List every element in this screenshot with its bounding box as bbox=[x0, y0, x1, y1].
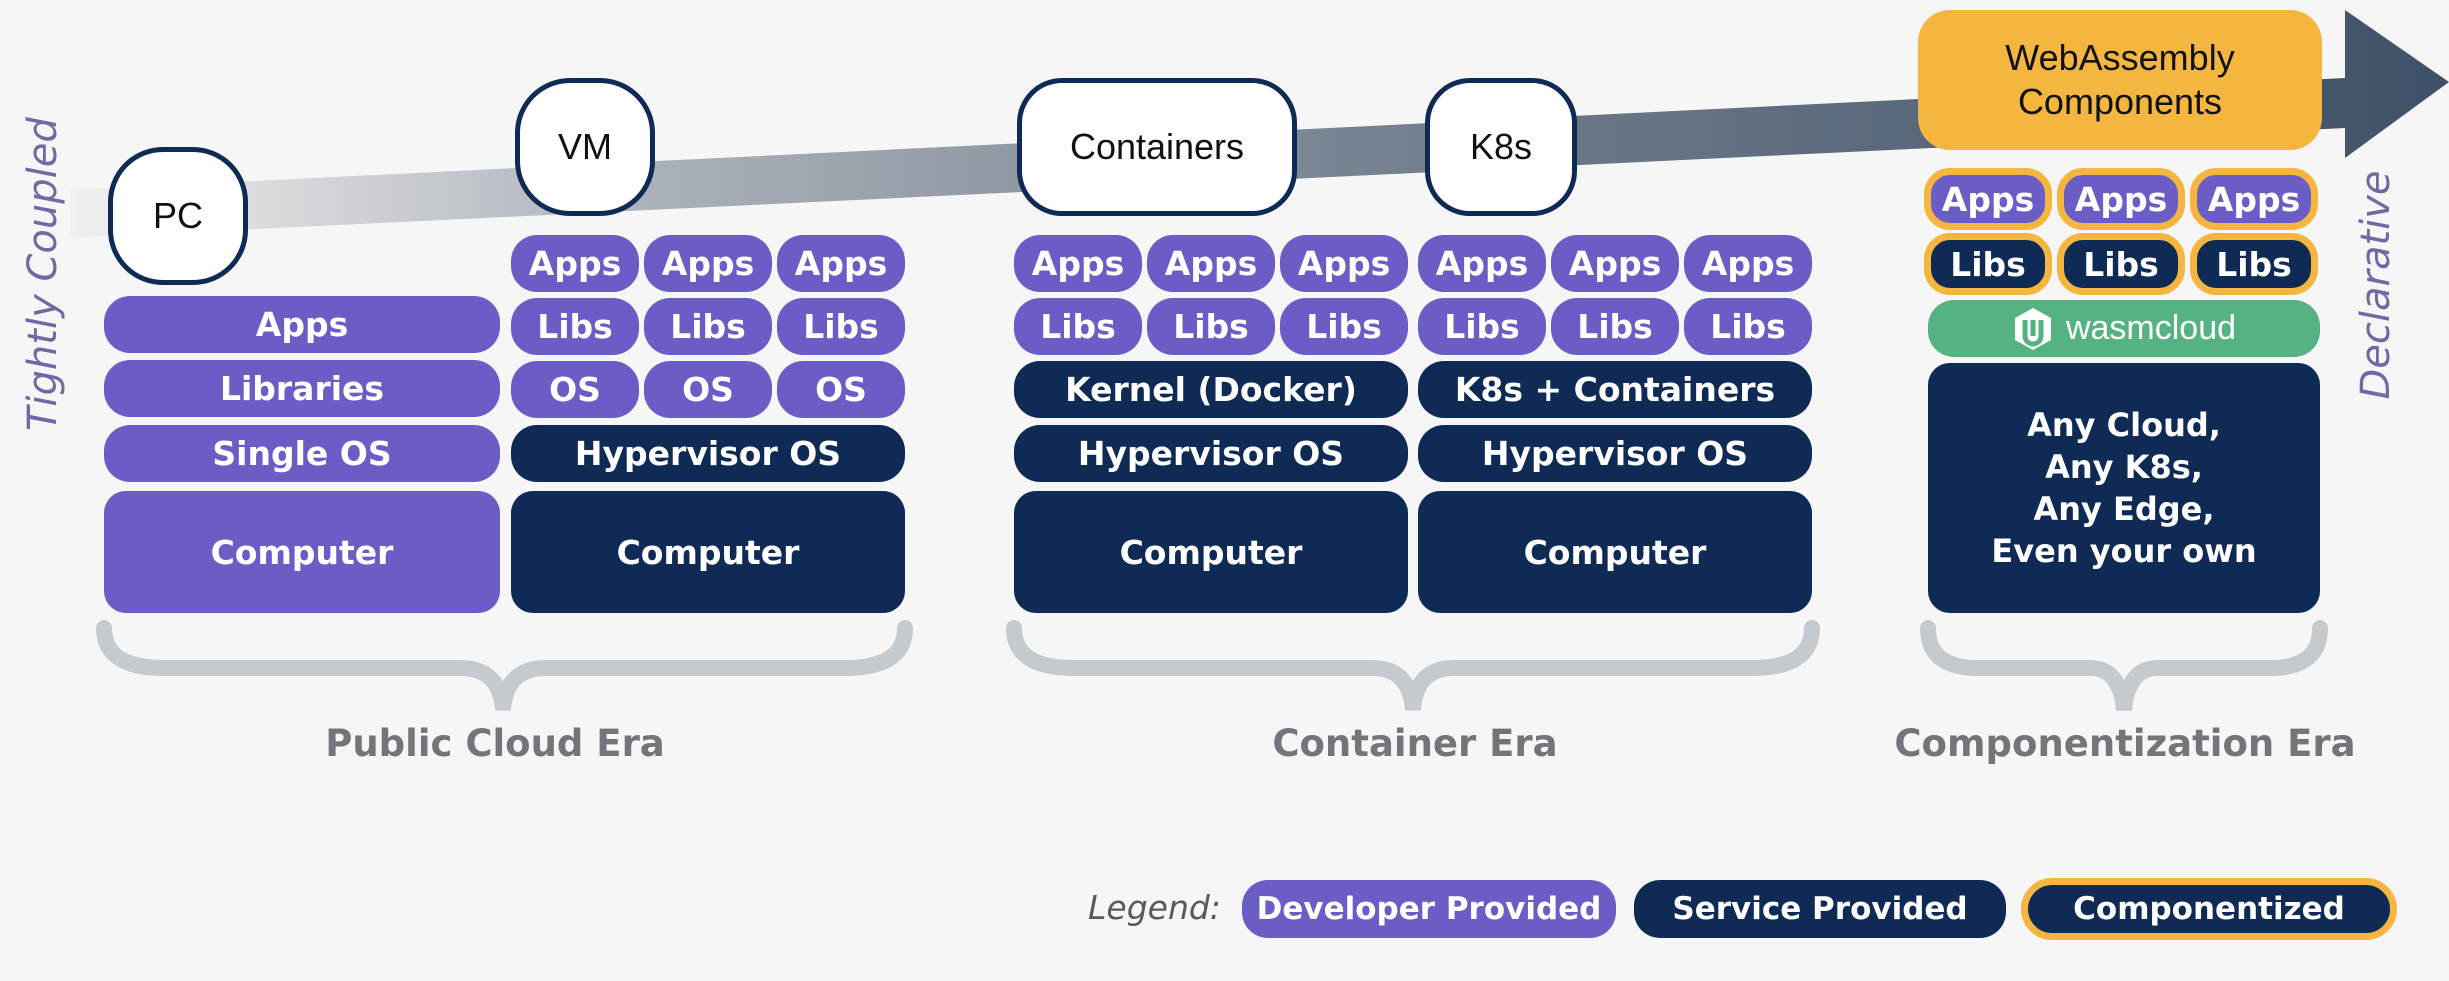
pc-single-os: Single OS bbox=[104, 425, 500, 482]
k8s-apps-2: Apps bbox=[1551, 235, 1679, 292]
wasm-apps-2: Apps bbox=[2057, 168, 2185, 230]
public-cloud-bracket bbox=[96, 620, 913, 711]
webassembly-components-box: WebAssembly Components bbox=[1918, 10, 2322, 150]
containers-hypervisor-os: Hypervisor OS bbox=[1014, 425, 1408, 482]
containers-box: Containers bbox=[1017, 78, 1297, 216]
k8s-libs-2: Libs bbox=[1551, 298, 1679, 355]
vm-libs-3: Libs bbox=[777, 298, 905, 355]
k8s-apps-3: Apps bbox=[1684, 235, 1812, 292]
wasm-libs-3: Libs bbox=[2190, 233, 2318, 295]
public-cloud-era-label: Public Cloud Era bbox=[325, 722, 665, 765]
wasm-libs-2: Libs bbox=[2057, 233, 2185, 295]
vm-os-1: OS bbox=[511, 361, 639, 418]
any-k8s-line: Any K8s, bbox=[2045, 448, 2203, 486]
vm-hypervisor-os: Hypervisor OS bbox=[511, 425, 905, 482]
vm-box: VM bbox=[515, 78, 655, 216]
wasmcloud-logo-icon bbox=[2014, 307, 2051, 350]
wasm-apps-3: Apps bbox=[2190, 168, 2318, 230]
k8s-apps-1: Apps bbox=[1418, 235, 1546, 292]
vm-computer: Computer bbox=[511, 491, 905, 613]
componentization-era-label: Componentization Era bbox=[1894, 722, 2356, 765]
containers-apps-2: Apps bbox=[1147, 235, 1275, 292]
k8s-plus-containers: K8s + Containers bbox=[1418, 361, 1812, 418]
containers-apps-3: Apps bbox=[1280, 235, 1408, 292]
containers-apps-1: Apps bbox=[1014, 235, 1142, 292]
container-bracket bbox=[1006, 620, 1820, 711]
wasm-title-line1: WebAssembly bbox=[2005, 37, 2235, 78]
legend-componentized: Componentized bbox=[2021, 878, 2397, 940]
wasm-apps-1: Apps bbox=[1924, 168, 2052, 230]
any-cloud-line: Any Cloud, bbox=[2027, 406, 2221, 444]
pc-apps: Apps bbox=[104, 296, 500, 353]
wasm-title-line2: Components bbox=[2017, 81, 2223, 122]
pc-computer: Computer bbox=[104, 491, 500, 613]
vm-apps-3: Apps bbox=[777, 235, 905, 292]
componentization-bracket bbox=[1920, 620, 2328, 712]
containers-libs-2: Libs bbox=[1147, 298, 1275, 355]
wasm-libs-1: Libs bbox=[1924, 233, 2052, 295]
vm-libs-2: Libs bbox=[644, 298, 772, 355]
wasmcloud-label: wasmcloud bbox=[2065, 309, 2237, 347]
containers-kernel-docker: Kernel (Docker) bbox=[1014, 361, 1408, 418]
any-edge-line: Any Edge, bbox=[2033, 490, 2215, 528]
containers-libs-3: Libs bbox=[1280, 298, 1408, 355]
pc-box: PC bbox=[108, 147, 248, 285]
even-your-own-line: Even your own bbox=[1991, 532, 2257, 570]
container-era-label: Container Era bbox=[1272, 722, 1558, 765]
legend-developer-provided: Developer Provided bbox=[1242, 880, 1616, 938]
legend-label: Legend: bbox=[1088, 888, 1221, 927]
k8s-libs-1: Libs bbox=[1418, 298, 1546, 355]
k8s-computer: Computer bbox=[1418, 491, 1812, 613]
pc-libraries: Libraries bbox=[104, 360, 500, 417]
legend-service-provided: Service Provided bbox=[1634, 880, 2006, 938]
wasm-any-cloud-box: Any Cloud, Any K8s, Any Edge, Even your … bbox=[1928, 363, 2320, 613]
k8s-box: K8s bbox=[1425, 78, 1577, 216]
vm-apps-1: Apps bbox=[511, 235, 639, 292]
vm-libs-1: Libs bbox=[511, 298, 639, 355]
vm-os-3: OS bbox=[777, 361, 905, 418]
containers-libs-1: Libs bbox=[1014, 298, 1142, 355]
vm-os-2: OS bbox=[644, 361, 772, 418]
wasmcloud-bar: wasmcloud bbox=[1928, 300, 2320, 357]
k8s-hypervisor-os: Hypervisor OS bbox=[1418, 425, 1812, 482]
vm-apps-2: Apps bbox=[644, 235, 772, 292]
k8s-libs-3: Libs bbox=[1684, 298, 1812, 355]
containers-computer: Computer bbox=[1014, 491, 1408, 613]
